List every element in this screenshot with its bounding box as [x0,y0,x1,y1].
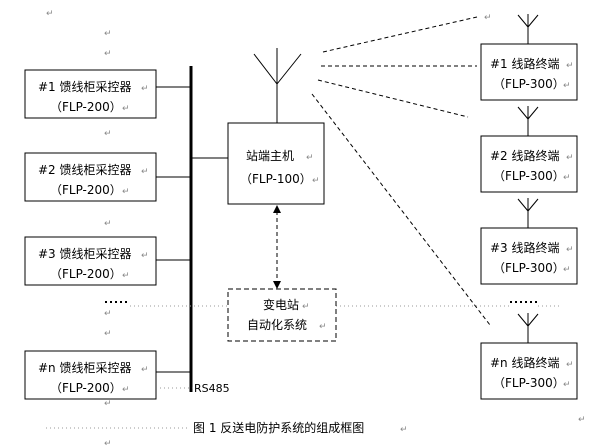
paragraph-mark: ↵ [566,153,574,163]
feeder-controller-title: #3 馈线柜采控器 [38,247,132,261]
feeder-controller-title: #2 馈线柜采控器 [38,163,132,177]
substation-system-line2: 自动化系统 [247,318,307,332]
paragraph-mark: ↵ [46,9,54,19]
line-terminal-model: （FLP-300） [493,77,565,91]
paragraph-mark: ↵ [319,322,327,332]
line-terminal-box [480,227,578,285]
feeder-controller-3: #3 馈线柜采控器 ↵ （FLP-200） ↵ [24,236,157,286]
line-terminal-model: （FLP-300） [493,169,565,183]
paragraph-mark: ↵ [104,399,112,409]
line-terminal-n: #n 线路终端 ↵ （FLP-300） ↵ [480,313,578,400]
wireless-link [317,79,469,118]
line-terminal-title: #3 线路终端 [490,240,560,255]
paragraph-mark: ↵ [104,309,112,319]
paragraph-mark: ↵ [122,104,130,114]
feeder-controller-model: （FLP-200） [50,381,122,395]
paragraph-mark: ↵ [563,380,571,390]
paragraph-mark: ↵ [141,365,149,375]
line-terminal-1: #1 线路终端 ↵ （FLP-300） ↵ [480,14,578,101]
line-terminal-2: #2 线路终端 ↵ （FLP-300） ↵ [480,106,578,193]
paragraph-mark: ↵ [104,219,112,229]
paragraph-mark: ↵ [104,439,112,448]
feeder-controller-box [24,236,157,286]
line-terminal-box [480,43,578,101]
line-terminal-3: #3 线路终端 ↵ （FLP-300） ↵ [480,198,578,285]
feeder-controller-model: （FLP-200） [50,267,122,281]
wireless-link [322,16,478,53]
paragraph-mark: ↵ [104,329,112,339]
station-host: 站端主机 ↵ （FLP-100） ↵ [227,122,325,205]
paragraph-mark: ↵ [312,176,320,186]
station-host-title: 站端主机 [246,149,294,163]
feeder-controller-box [24,350,157,400]
paragraph-mark: ↵ [122,187,130,197]
feeder-controller-n: #n 馈线柜采控器 ↵ （FLP-200） ↵ [24,350,157,400]
feeder-controller-title: #n 馈线柜采控器 [38,361,131,375]
paragraph-mark: ↵ [563,81,571,91]
paragraph-mark: ↵ [104,49,112,59]
antenna-icon [517,198,539,228]
feeder-controller-model: （FLP-200） [50,183,122,197]
paragraph-mark: ↵ [141,167,149,177]
antenna-icon [517,313,539,343]
station-host-box [227,122,325,205]
paragraph-mark: ↵ [400,425,408,435]
paragraph-mark: ↵ [141,251,149,261]
paragraph-mark: ↵ [122,385,130,395]
antenna-icon [517,14,539,44]
feeder-controller-box [24,69,157,119]
paragraph-mark: ↵ [563,173,571,183]
paragraph-mark: ↵ [566,245,574,255]
rs485-label: RS485 [194,382,230,395]
antenna-icon [517,106,539,136]
figure-caption: 图 1 反送电防护系统的组成框图 [193,420,364,435]
double-arrow-icon [273,205,281,289]
feeder-controller-2: #2 馈线柜采控器 ↵ （FLP-200） ↵ [24,152,157,202]
line-terminal-model: （FLP-300） [493,376,565,390]
substation-system-line1: 变电站 [263,297,299,312]
paragraph-mark: ↵ [104,129,112,139]
substation-automation-system: 变电站 ↵ 自动化系统 ↵ [227,288,337,342]
feeder-controller-1: #1 馈线柜采控器 ↵ （FLP-200） ↵ [24,69,157,119]
antenna-icon [253,48,302,123]
line-terminal-box [480,135,578,193]
paragraph-mark: ↵ [141,84,149,94]
paragraph-mark: ↵ [578,415,586,425]
line-terminal-model: （FLP-300） [493,261,565,275]
substation-system-box [227,288,337,342]
feeder-controller-title: #1 馈线柜采控器 [38,80,132,94]
paragraph-mark: ↵ [122,271,130,281]
feeder-controller-model: （FLP-200） [50,100,122,114]
line-terminal-title: #1 线路终端 [490,56,560,71]
station-host-model: （FLP-100） [240,172,312,186]
feeder-controller-box [24,152,157,202]
paragraph-mark: ↵ [566,360,574,370]
line-terminal-title: #2 线路终端 [490,148,560,163]
wireless-link [311,93,491,326]
line-terminal-box [480,342,578,400]
paragraph-mark: ↵ [566,61,574,71]
paragraph-mark: ↵ [563,265,571,275]
paragraph-mark: ↵ [306,153,314,163]
line-terminal-title: #n 线路终端 [490,355,559,370]
paragraph-mark: ↵ [104,29,112,39]
paragraph-mark: ↵ [484,13,492,23]
paragraph-mark: ↵ [302,302,310,312]
